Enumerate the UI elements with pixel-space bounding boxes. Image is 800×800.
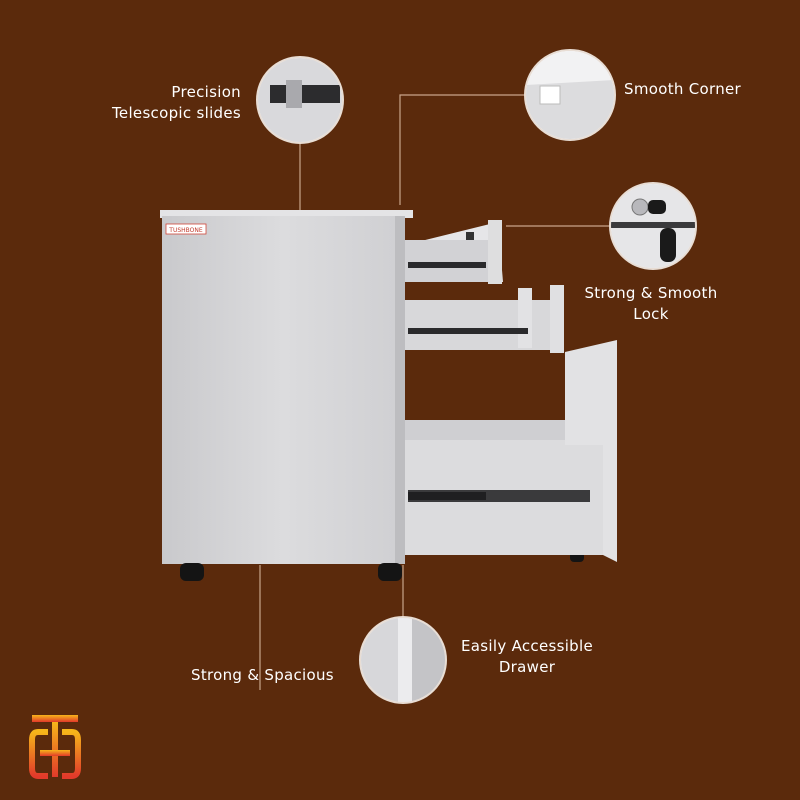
callout-drawer-line1: Easily Accessible xyxy=(461,637,593,655)
callout-corner-line1: Smooth Corner xyxy=(624,80,742,98)
caster-wheel xyxy=(378,563,402,581)
brand-badge-text: TUSHBONE xyxy=(168,227,203,234)
lock-key-detail xyxy=(609,182,697,270)
callout-spacious-line1: Strong & Spacious xyxy=(191,666,334,684)
callout-slides-line1: Precision xyxy=(171,83,241,101)
bottom-drawer xyxy=(405,340,617,562)
callout-slides-line2: Telescopic slides xyxy=(112,104,241,122)
telescopic-slide xyxy=(408,328,528,334)
callout-lock-line2: Lock xyxy=(633,305,669,323)
drawer-edge-detail xyxy=(359,616,447,704)
brand-badge xyxy=(165,223,207,235)
callout-strong-spacious: Strong & Spacious xyxy=(191,665,351,686)
telescopic-slide xyxy=(408,492,486,500)
telescopic-slide xyxy=(408,262,486,268)
smooth-corner-detail xyxy=(524,49,616,141)
top-drawer xyxy=(405,220,503,284)
callout-lock-line1: Strong & Smooth xyxy=(584,284,718,302)
caster-wheel xyxy=(180,563,204,581)
brand-monogram-icon xyxy=(29,715,81,779)
callout-precision-slides: Precision Telescopic slides xyxy=(80,82,241,124)
callout-smooth-corner: Smooth Corner xyxy=(624,79,794,100)
callout-strong-lock: Strong & Smooth Lock xyxy=(576,283,726,325)
filing-cabinet: TUSHBONE xyxy=(160,210,617,581)
callout-accessible-drawer: Easily Accessible Drawer xyxy=(452,636,602,678)
middle-drawer xyxy=(405,285,564,353)
telescopic-slide-detail xyxy=(256,56,344,144)
callout-drawer-line2: Drawer xyxy=(498,658,556,676)
